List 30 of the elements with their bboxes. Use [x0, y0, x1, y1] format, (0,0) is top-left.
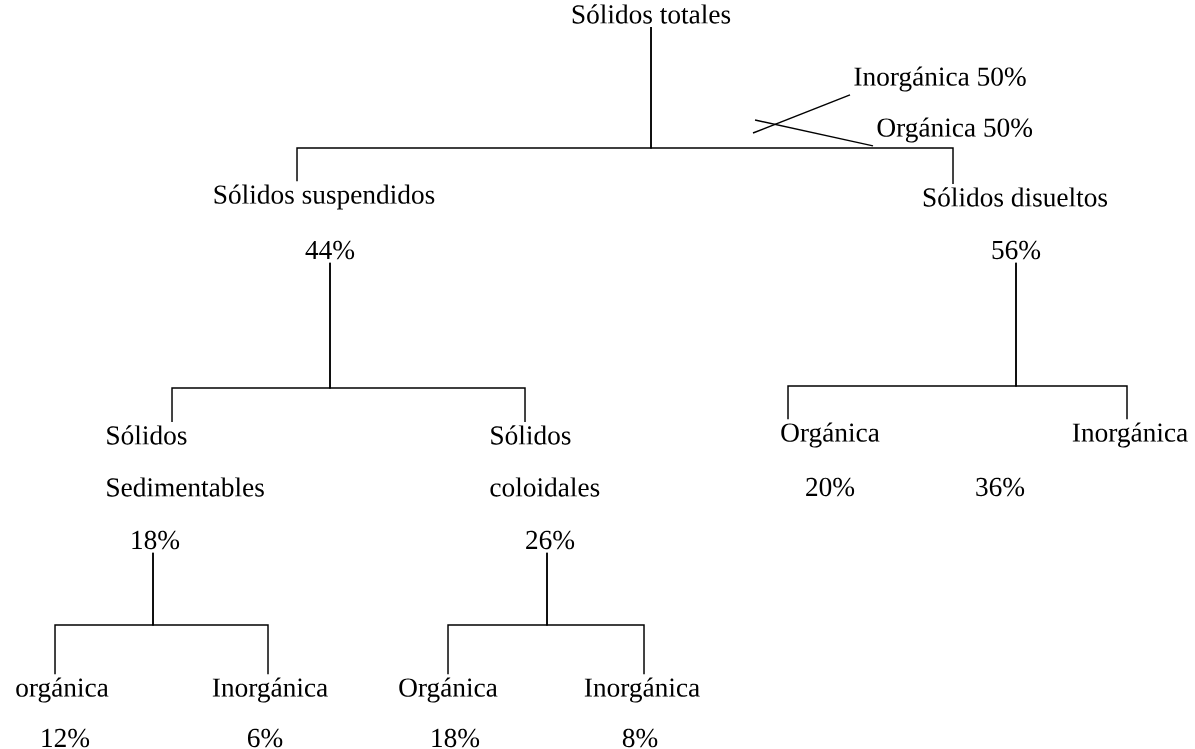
node-label: Inorgánica: [212, 677, 328, 703]
node-label: Inorgánica: [1072, 422, 1188, 448]
node-label: Inorgánica: [584, 677, 700, 703]
connector-line: [152, 551, 269, 675]
node-label: Sólidos disueltos: [923, 187, 1108, 207]
node-label: Orgánica: [781, 422, 880, 448]
connector-line: [329, 261, 526, 423]
percentage-label: 18%: [432, 728, 480, 748]
node-label: Sólidos Sedimentables: [107, 425, 264, 497]
connector-line: [546, 551, 645, 675]
percentage-label: 36%: [976, 477, 1025, 497]
percentage-label: 12%: [42, 728, 90, 748]
percentage-label: 6%: [247, 728, 283, 748]
node-label: Orgánica 50%: [877, 117, 1033, 143]
node-label: Sólidos suspendidos: [214, 184, 435, 210]
percentage-label: 56%: [992, 240, 1041, 260]
connector-line: [1015, 261, 1128, 420]
node-label: orgánica: [16, 677, 109, 703]
percentage-label: 20%: [806, 477, 855, 497]
node-label: Orgánica: [399, 677, 498, 703]
node-label: Sólidos coloidales: [490, 425, 600, 497]
percentage-label: 44%: [305, 240, 355, 260]
percentage-label: 26%: [526, 530, 575, 550]
connector-line: [754, 119, 874, 147]
connector-line: [752, 94, 851, 134]
node-label: Sólidos totales: [572, 4, 731, 24]
percentage-label: 8%: [622, 728, 658, 748]
node-label: Inorgánica 50%: [854, 66, 1026, 92]
connector-line: [650, 26, 954, 185]
percentage-label: 18%: [132, 530, 180, 550]
